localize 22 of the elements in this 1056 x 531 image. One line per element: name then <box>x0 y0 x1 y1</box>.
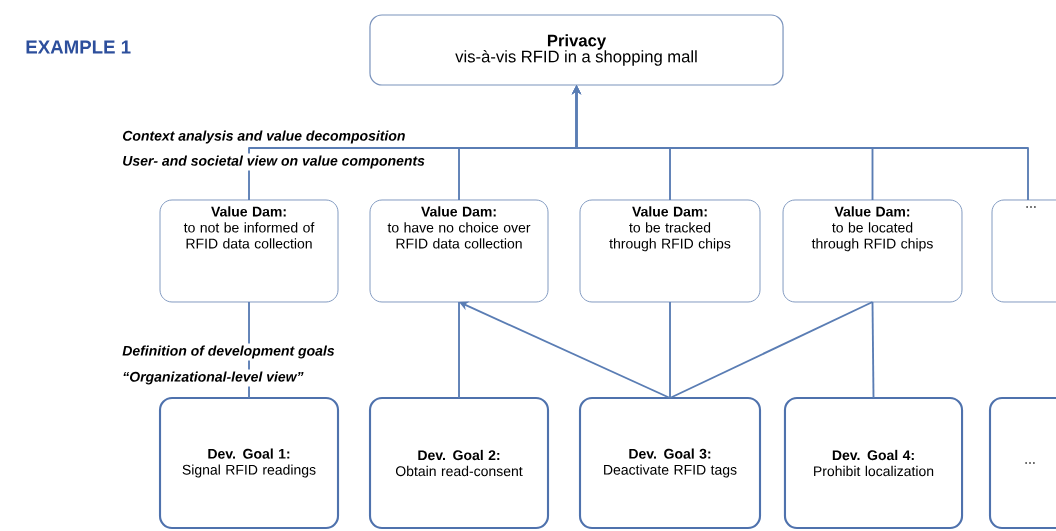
top-box: Privacy vis-à-vis RFID in a shopping mall <box>369 14 784 86</box>
goal-box: ... <box>988 396 1056 530</box>
connector <box>459 301 671 399</box>
heading: EXAMPLE 1 <box>26 40 131 54</box>
value-dam-box: Value Dam: to have no choice over RFID data collection <box>369 199 549 303</box>
value-dam-box: Value Dam: to not be informed of RFID data collection <box>159 199 339 303</box>
goal-box: Dev. Goal 2: Obtain read-consent <box>368 396 550 530</box>
section-note: User- and societal view on value components <box>120 153 427 171</box>
section-note: Definition of development goals <box>120 343 337 361</box>
connector <box>458 301 460 399</box>
section-note: Context analysis and value decomposition <box>120 128 408 146</box>
connector <box>871 301 875 399</box>
goal-box: Dev. Goal 1: Signal RFID readings <box>158 396 340 530</box>
connector <box>669 301 671 399</box>
goal-box: Dev. Goal 4: Prohibit localization <box>783 396 964 530</box>
connector <box>669 301 874 399</box>
value-dam-box: ... <box>991 199 1056 303</box>
goal-box: Dev. Goal 3: Deactivate RFID tags <box>578 396 762 530</box>
value-dam-box: Value Dam: to be tracked through RFID chips <box>579 199 761 303</box>
value-dam-box: Value Dam: to be located through RFID chips <box>782 199 963 303</box>
connector <box>571 85 1029 201</box>
section-note: “Organizational-level view” <box>120 369 306 387</box>
